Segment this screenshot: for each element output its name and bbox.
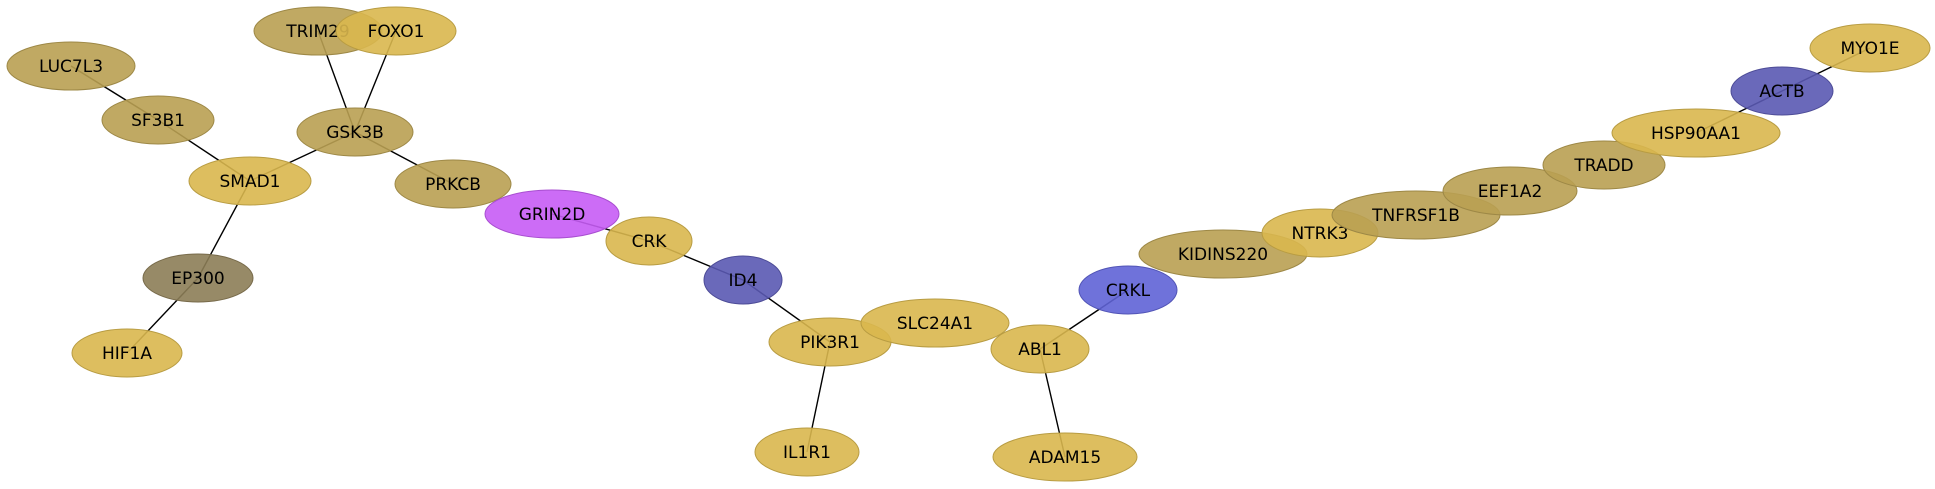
node-gsk3b[interactable]: GSK3B — [296, 107, 414, 157]
node-crkl-shape[interactable] — [1078, 265, 1178, 315]
node-eef1a2[interactable]: EEF1A2 — [1442, 166, 1578, 216]
node-sf3b1[interactable]: SF3B1 — [101, 95, 215, 145]
node-slc24a1[interactable]: SLC24A1 — [860, 298, 1010, 348]
node-id4-shape[interactable] — [703, 255, 783, 305]
node-tradd-shape[interactable] — [1542, 140, 1666, 190]
node-crk[interactable]: CRK — [605, 216, 693, 266]
node-hsp90aa1-label: HSP90AA1 — [1651, 124, 1741, 144]
node-id4-label: ID4 — [729, 271, 758, 291]
node-ep300-shape[interactable] — [142, 253, 254, 303]
node-hsp90aa1[interactable]: HSP90AA1 — [1611, 108, 1781, 158]
node-foxo1-label: FOXO1 — [368, 22, 425, 42]
node-adam15-shape[interactable] — [992, 432, 1138, 482]
node-hif1a[interactable]: HIF1A — [71, 328, 183, 378]
node-sf3b1-label: SF3B1 — [131, 111, 185, 131]
node-adam15[interactable]: ADAM15 — [992, 432, 1138, 482]
node-crkl-label: CRKL — [1106, 281, 1151, 301]
node-pik3r1-label: PIK3R1 — [800, 333, 860, 353]
node-tnfrsf1b-label: TNFRSF1B — [1371, 206, 1460, 226]
edges-layer — [70, 30, 1871, 458]
node-myo1e[interactable]: MYO1E — [1809, 23, 1931, 73]
node-smad1[interactable]: SMAD1 — [188, 156, 312, 206]
node-id4[interactable]: ID4 — [703, 255, 783, 305]
node-hsp90aa1-shape[interactable] — [1611, 108, 1781, 158]
node-sf3b1-shape[interactable] — [101, 95, 215, 145]
node-ntrk3-label: NTRK3 — [1292, 224, 1349, 244]
node-prkcb-shape[interactable] — [394, 159, 512, 209]
node-foxo1-shape[interactable] — [335, 6, 457, 56]
node-prkcb-label: PRKCB — [425, 175, 481, 195]
node-prkcb[interactable]: PRKCB — [394, 159, 512, 209]
node-grin2d[interactable]: GRIN2D — [484, 189, 620, 239]
node-actb-label: ACTB — [1759, 82, 1804, 102]
node-myo1e-label: MYO1E — [1840, 39, 1899, 59]
node-crkl[interactable]: CRKL — [1078, 265, 1178, 315]
node-abl1[interactable]: ABL1 — [990, 324, 1090, 374]
node-trim29-label: TRIM29 — [285, 22, 350, 42]
node-actb[interactable]: ACTB — [1730, 66, 1834, 116]
node-ep300[interactable]: EP300 — [142, 253, 254, 303]
node-adam15-label: ADAM15 — [1029, 448, 1101, 468]
node-eef1a2-shape[interactable] — [1442, 166, 1578, 216]
node-tradd[interactable]: TRADD — [1542, 140, 1666, 190]
node-slc24a1-shape[interactable] — [860, 298, 1010, 348]
node-hif1a-shape[interactable] — [71, 328, 183, 378]
node-kidins220[interactable]: KIDINS220 — [1138, 229, 1308, 279]
node-il1r1[interactable]: IL1R1 — [754, 427, 860, 477]
node-actb-shape[interactable] — [1730, 66, 1834, 116]
node-grin2d-label: GRIN2D — [519, 205, 586, 225]
node-luc7l3[interactable]: LUC7L3 — [6, 41, 136, 91]
node-slc24a1-label: SLC24A1 — [897, 314, 973, 334]
node-luc7l3-label: LUC7L3 — [39, 57, 103, 77]
node-pik3r1[interactable]: PIK3R1 — [768, 317, 892, 367]
node-foxo1[interactable]: FOXO1 — [335, 6, 457, 56]
node-il1r1-shape[interactable] — [754, 427, 860, 477]
node-gsk3b-shape[interactable] — [296, 107, 414, 157]
node-luc7l3-shape[interactable] — [6, 41, 136, 91]
node-grin2d-shape[interactable] — [484, 189, 620, 239]
node-smad1-shape[interactable] — [188, 156, 312, 206]
node-ep300-label: EP300 — [171, 269, 224, 289]
node-tradd-label: TRADD — [1573, 156, 1633, 176]
node-abl1-shape[interactable] — [990, 324, 1090, 374]
node-smad1-label: SMAD1 — [220, 172, 281, 192]
node-eef1a2-label: EEF1A2 — [1478, 182, 1543, 202]
node-kidins220-label: KIDINS220 — [1178, 245, 1268, 265]
node-hif1a-label: HIF1A — [102, 344, 152, 364]
node-myo1e-shape[interactable] — [1809, 23, 1931, 73]
node-crk-shape[interactable] — [605, 216, 693, 266]
node-gsk3b-label: GSK3B — [326, 123, 384, 143]
node-crk-label: CRK — [632, 232, 668, 252]
node-abl1-label: ABL1 — [1018, 340, 1062, 360]
node-il1r1-label: IL1R1 — [783, 443, 831, 463]
